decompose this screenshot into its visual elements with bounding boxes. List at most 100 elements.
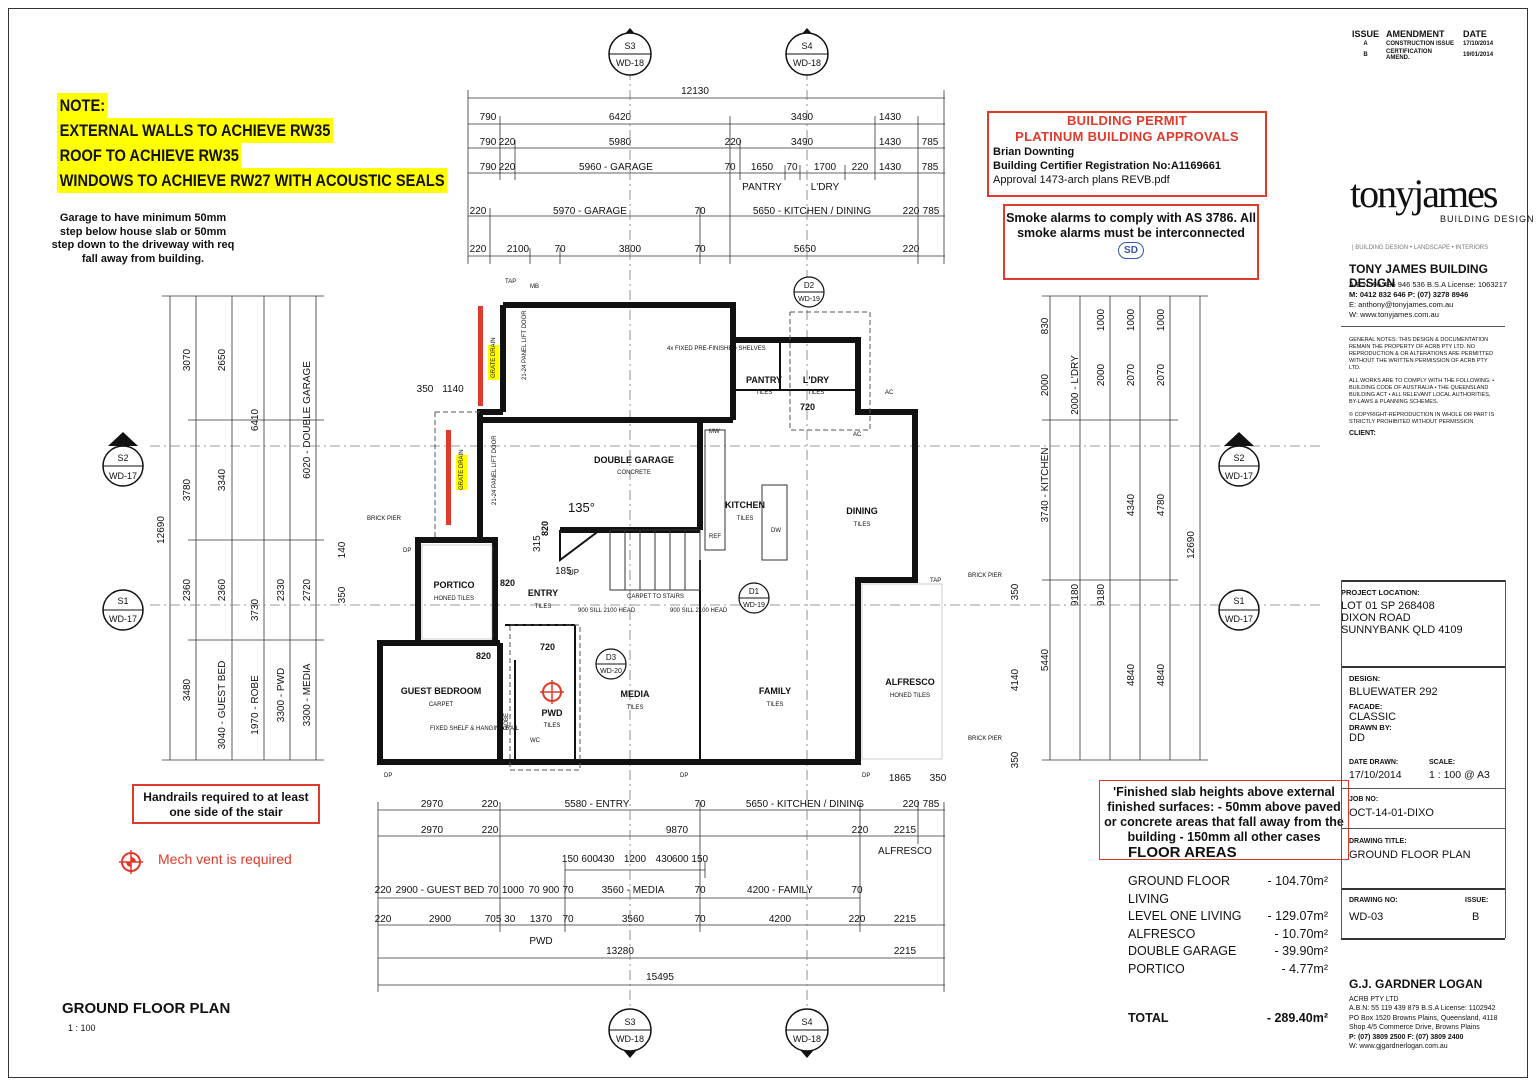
label-brick-pier-1: BRICK PIER xyxy=(367,516,402,522)
dim-top-ldry: L'DRY xyxy=(811,182,840,193)
area-row: DOUBLE GARAGE- 39.90m² xyxy=(1128,943,1328,961)
section-s4-sheet-top: WD-18 xyxy=(793,58,821,68)
compliance-text: ALL WORKS ARE TO COMPLY WITH THE FOLLOWI… xyxy=(1349,378,1495,405)
area-value: - 4.77m² xyxy=(1281,961,1328,976)
room-family-finish: TILES xyxy=(767,702,784,708)
label-820-2: 820 xyxy=(476,651,491,661)
eave-lines xyxy=(434,311,871,771)
handrail-note: Handrails required to at least one side … xyxy=(132,784,320,824)
dim-top-25: 5650 - KITCHEN / DINING xyxy=(753,206,872,217)
date-value: 17/10/2014 xyxy=(1349,769,1402,781)
section-s1-left: S1 WD-17 xyxy=(102,589,144,631)
dim-top-27: 785 xyxy=(923,206,940,217)
project-block: PROJECT LOCATION: LOT 01 SP 268408 DIXON… xyxy=(1341,588,1505,636)
detail-d2-label: D2 xyxy=(804,281,815,290)
dim-bot-4: 70 xyxy=(694,799,706,810)
room-portico-finish: HONED TILES xyxy=(434,596,474,602)
section-s4-top: S4 WD-18 xyxy=(785,28,829,76)
dim-top-22: 220 xyxy=(470,206,487,217)
section-s2-sheet-left: WD-17 xyxy=(109,471,137,481)
rev-header-date: DATE xyxy=(1463,29,1487,39)
copyright-text: © COPYRIGHT-REPRODUCTION IN WHOLE OR PAR… xyxy=(1349,412,1495,425)
label-315: 315 xyxy=(532,535,543,552)
detail-d2-sheet: WD-19 xyxy=(798,296,820,303)
label-dp-3: DP xyxy=(680,773,688,779)
room-dining: DINING xyxy=(846,506,878,516)
dim-right-1: 830 xyxy=(1040,317,1051,334)
dim-left-4: 6020 - DOUBLE GARAGE xyxy=(302,361,313,479)
section-s2-right: S2 WD-17 xyxy=(1218,432,1260,487)
dim-left-9: 2360 xyxy=(217,578,228,601)
area-row: GROUND FLOOR LIVING- 104.70m² xyxy=(1128,873,1328,908)
dim-bot-31: 705 30 xyxy=(485,914,516,925)
dim-left-21: 1140 xyxy=(442,384,464,395)
company-logo-sub: BUILDING DESIGN xyxy=(1440,214,1535,224)
dim-right-16: 5440 xyxy=(1040,648,1051,671)
dim-right-13: 12690 xyxy=(1186,531,1197,559)
area-value: - 10.70m² xyxy=(1274,926,1329,941)
dim-bot-34: 3560 xyxy=(622,914,645,925)
design-value: BLUEWATER 292 xyxy=(1349,686,1438,698)
drawing-title-label: DRAWING TITLE: xyxy=(1349,838,1407,845)
label-720-2: 720 xyxy=(800,402,815,412)
dim-top-4: 1430 xyxy=(879,112,902,123)
section-s1-sheet-right: WD-17 xyxy=(1225,614,1253,624)
room-kitchen-finish: TILES xyxy=(737,516,754,522)
issue-label: ISSUE: xyxy=(1465,897,1489,904)
label-lift-door-1: 21-24 PANEL LIFT DOOR xyxy=(522,310,528,380)
dim-bot-9: 220 xyxy=(482,825,499,836)
top-dimension-lines xyxy=(468,97,945,257)
dim-bot-32: 1370 xyxy=(530,914,553,925)
dim-left-7: 12690 xyxy=(156,516,167,544)
dim-left-3: 6410 xyxy=(250,408,261,431)
dim-top-12: 790 xyxy=(480,162,497,173)
dim-left-8: 2360 xyxy=(182,578,193,601)
slab-height-note: 'Finished slab heights above external fi… xyxy=(1099,780,1349,860)
bottom-dimension-lines xyxy=(377,802,945,992)
room-pantry: PANTRY xyxy=(746,375,782,385)
tb-rule xyxy=(1341,666,1505,668)
dim-bot-41: 15495 xyxy=(646,972,674,983)
left-dimension-text: 3070 2650 6410 6020 - DOUBLE GARAGE 3780… xyxy=(156,348,464,749)
tb-rule xyxy=(1341,888,1505,890)
section-s2-label-right: S2 xyxy=(1233,453,1244,463)
dim-bot-18: 220 xyxy=(375,885,392,896)
general-notes: GENERAL NOTES: THIS DESIGN & DOCUMENTATI… xyxy=(1349,337,1495,437)
dim-top-9: 3490 xyxy=(791,137,814,148)
detail-d3: D3 WD-20 xyxy=(595,648,627,680)
company-contact: A.B.N: 96 486 946 536 B.S.A License: 106… xyxy=(1349,280,1507,320)
room-pwd-finish: TILES xyxy=(544,723,561,729)
builder-line: PO Box 1520 Browns Plains, Queensland, 4… xyxy=(1349,1014,1498,1022)
dim-bot-25: 3560 - MEDIA xyxy=(602,885,665,896)
dim-left-13: 3480 xyxy=(182,678,193,701)
room-pantry-finish: TILES xyxy=(756,390,773,396)
dim-bot-27: 4200 - FAMILY xyxy=(747,885,813,896)
dim-top-7: 5980 xyxy=(609,137,632,148)
label-grate-drain-2: GRATE DRAIN xyxy=(459,449,465,490)
dim-bot-40: 2215 xyxy=(894,946,917,957)
builder-details: ACRB PTY LTD A.B.N: 55 119 439 879 B.S.A… xyxy=(1349,995,1498,1051)
label-lift-door-2: 21-24 PANEL LIFT DOOR xyxy=(492,435,498,505)
dim-bot-42: 1865 xyxy=(889,773,912,784)
dim-right-6: 2000 - L'DRY xyxy=(1070,355,1081,415)
dim-bot-12: 2215 xyxy=(894,825,917,836)
dim-left-5: 3780 xyxy=(182,478,193,501)
dim-top-6: 220 xyxy=(499,137,516,148)
rev-header-issue: ISSUE xyxy=(1352,29,1380,39)
dim-left-20: 350 xyxy=(417,384,434,395)
room-alfresco-finish: HONED TILES xyxy=(890,693,930,699)
label-angle: 135° xyxy=(568,500,595,515)
section-s3-bottom: S3 WD-18 xyxy=(608,1008,652,1058)
rev-date: 17/10/2014 xyxy=(1463,41,1494,47)
floor-areas-heading: FLOOR AREAS xyxy=(1128,844,1237,861)
permit-title-1: BUILDING PERMIT xyxy=(1066,113,1188,128)
dim-top-16: 1650 xyxy=(751,162,774,173)
company-phone: M: 0412 832 646 P: (07) 3278 8946 xyxy=(1349,290,1469,299)
dim-bot-15: 1200 xyxy=(624,854,647,865)
room-guest-bedroom-finish: CARPET xyxy=(429,702,454,708)
label-brick-pier-3: BRICK PIER xyxy=(968,736,1003,742)
rev-amendment: CERTIFICATION AMEND. xyxy=(1386,49,1432,61)
area-row: PORTICO- 4.77m² xyxy=(1128,961,1328,979)
section-s4-bottom: S4 WD-18 xyxy=(785,1008,829,1058)
company-name: TONY JAMES BUILDING DESIGN xyxy=(1349,262,1488,290)
